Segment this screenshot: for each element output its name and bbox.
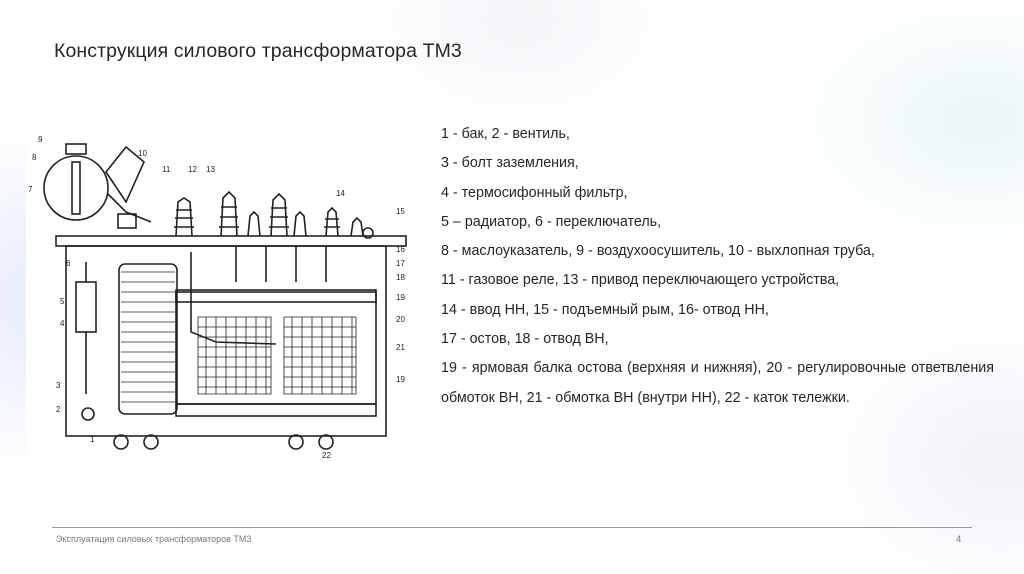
legend-paragraph: 19 - ярмовая балка остова (верхняя и ниж…: [441, 360, 994, 406]
label-16: 16: [396, 245, 405, 254]
yoke-beam-top: [175, 289, 377, 303]
radiator-block: [118, 263, 178, 415]
air-dryer: [65, 143, 87, 155]
label-7: 7: [28, 185, 33, 194]
slide-title: Конструкция силового трансформатора ТМ3: [54, 40, 462, 62]
trolley-wheel: [143, 434, 159, 450]
legend-line: 8 - маслоуказатель, 9 - воздухоосушитель…: [441, 243, 875, 260]
label-18: 18: [396, 273, 405, 282]
thermosiphon-filter: [75, 281, 97, 333]
oil-level-indicator: [71, 161, 81, 215]
label-3: 3: [56, 381, 61, 390]
label-10: 10: [138, 149, 147, 158]
yoke-beam-bottom: [175, 403, 377, 417]
trolley-wheel: [318, 434, 334, 450]
gas-relay-pipe: [107, 193, 152, 223]
label-17: 17: [396, 259, 405, 268]
label-12: 12: [188, 165, 197, 174]
transformer-drawing: 9 8 7 10 11 12 13 14 15 6 16 17 18 19 20…: [28, 135, 407, 460]
label-20: 20: [396, 315, 405, 324]
trolley-wheel: [288, 434, 304, 450]
page-number: 4: [956, 534, 962, 545]
label-15: 15: [396, 207, 405, 216]
label-13: 13: [206, 165, 215, 174]
footer-caption: Эксплуатация силовых трансформаторов ТМ3: [56, 534, 252, 544]
footer-divider: [52, 527, 972, 528]
leads: [235, 246, 327, 282]
label-9: 9: [38, 135, 43, 144]
label-6: 6: [66, 259, 71, 268]
conservator-tank: [43, 155, 109, 221]
tank-body: [65, 245, 387, 437]
label-5: 5: [60, 297, 65, 306]
switch-lead: [190, 252, 277, 345]
legend-line: 3 - болт заземления,: [441, 155, 579, 172]
lifting-eye: [362, 227, 374, 239]
tank-lid: [55, 235, 407, 247]
label-11: 11: [162, 165, 171, 174]
exhaust-pipe: [105, 145, 145, 204]
diagram-labels: 9 8 7 10 11 12 13 14 15 6 16 17 18 19 20…: [28, 135, 405, 460]
legend-line: 1 - бак, 2 - вентиль,: [441, 126, 570, 142]
winding-hatch: [121, 271, 357, 403]
label-4: 4: [60, 319, 65, 328]
legend-line: 14 - ввод НН, 15 - подъемный рым, 16- от…: [441, 301, 769, 318]
trolley-wheel: [113, 434, 129, 450]
label-2: 2: [56, 405, 61, 414]
component-legend: 1 - бак, 2 - вентиль, 3 - болт заземлени…: [441, 120, 994, 413]
label-22: 22: [322, 451, 331, 460]
bushings: [174, 190, 364, 237]
label-1: 1: [90, 435, 95, 444]
label-8: 8: [32, 153, 37, 162]
label-19-bottom: 19: [396, 375, 405, 384]
transformer-diagram: 9 8 7 10 11 12 13 14 15 6 16 17 18 19 20…: [26, 132, 412, 462]
legend-line: 5 – радиатор, 6 - переключатель,: [441, 213, 662, 230]
legend-line: 4 - термосифонный фильтр,: [441, 184, 628, 201]
gas-relay: [117, 213, 137, 229]
label-14: 14: [336, 189, 345, 198]
label-21: 21: [396, 343, 405, 352]
label-19-top: 19: [396, 293, 405, 302]
legend-line: 17 - остов, 18 - отвод ВН,: [441, 331, 609, 348]
drain-valve: [81, 407, 95, 421]
legend-line: 11 - газовое реле, 13 - привод переключа…: [441, 272, 840, 289]
